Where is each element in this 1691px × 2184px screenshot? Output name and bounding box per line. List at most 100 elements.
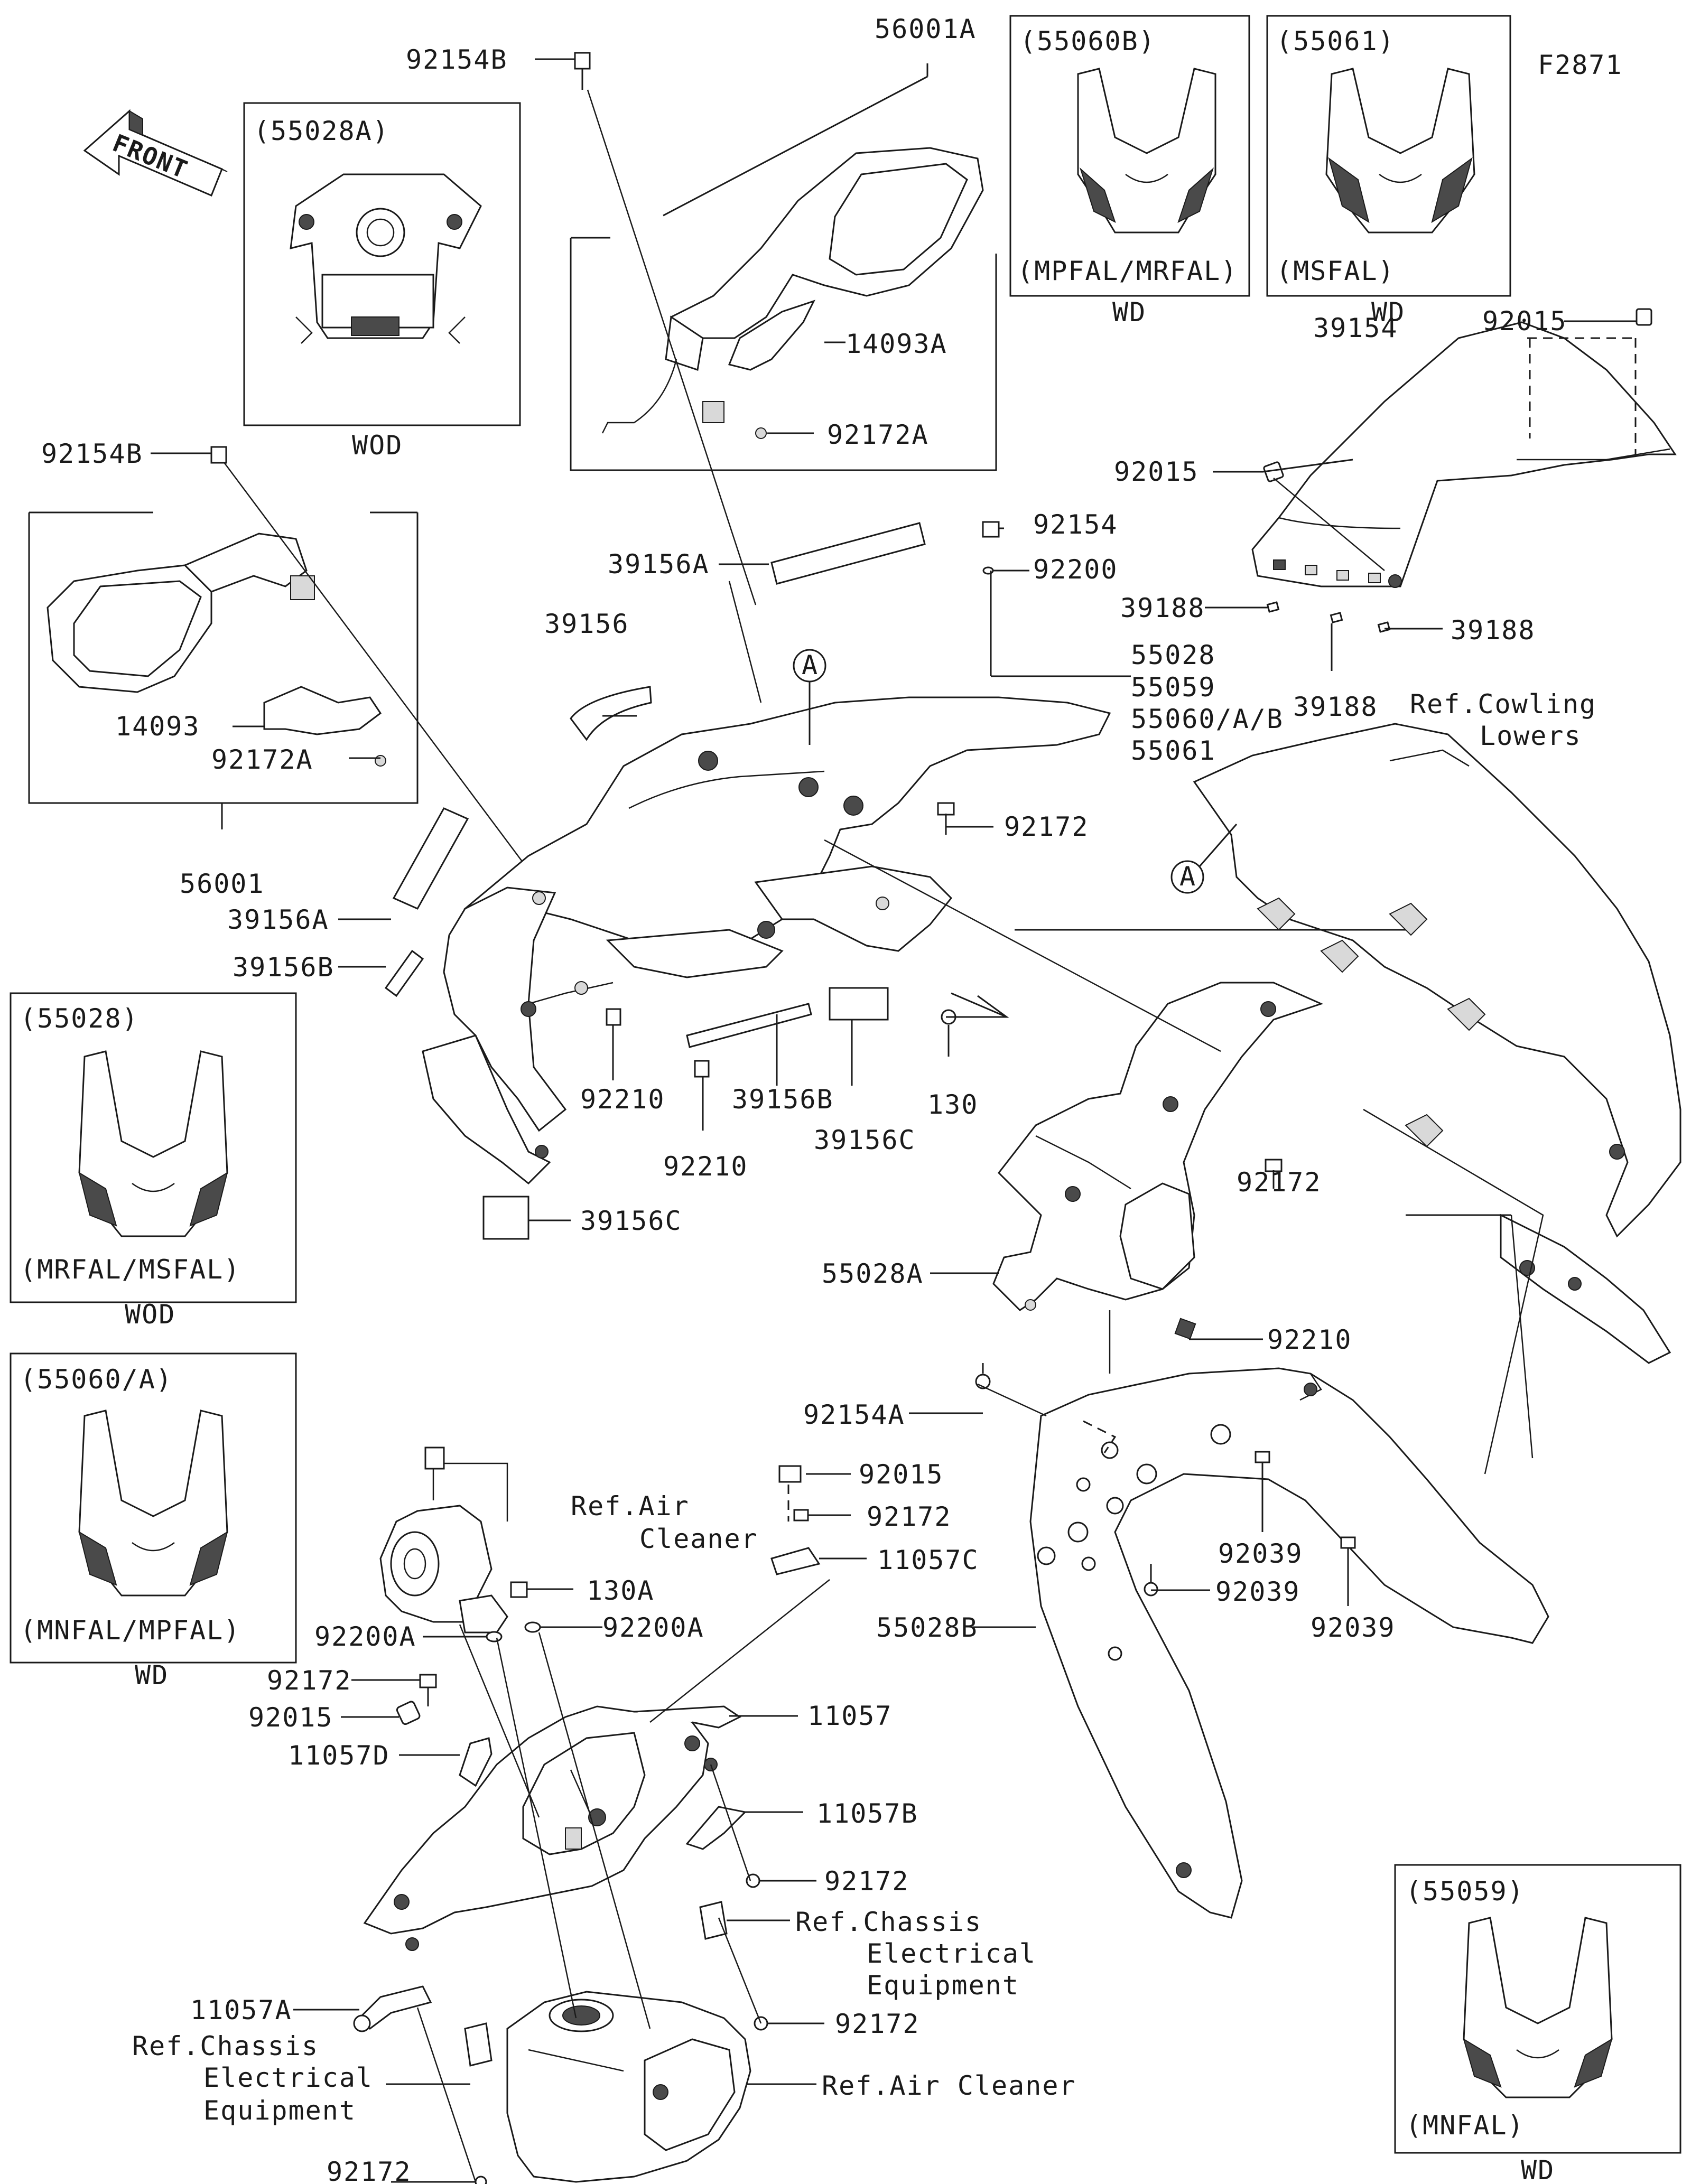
stay-11057 [363, 1705, 741, 1951]
label-11057A: 11057A [190, 1995, 292, 2026]
svg-text:WD: WD [1112, 297, 1146, 328]
air-cleaner-ref-part [379, 1446, 508, 1634]
label-14093A: 14093A [846, 329, 947, 359]
label-56001A: 56001A [875, 14, 977, 44]
air-cleaner-bottom-ref [506, 1991, 751, 2183]
variant-box-55059: (55059) (MNFAL) WD [1394, 1864, 1681, 2184]
label-130A: 130A [587, 1575, 654, 1606]
svg-text:WD: WD [1521, 2155, 1555, 2184]
label-14093: 14093 [115, 711, 200, 742]
mirror-left-group [28, 459, 551, 899]
clip-chassis-ref-left [464, 2022, 493, 2067]
upper-cowl-illustration [78, 1410, 228, 1597]
screw-92039-a [1255, 1451, 1270, 1479]
label-55028B: 55028B [876, 1612, 978, 1643]
label-92172-c: 92172 [867, 1501, 952, 1532]
label-39188-a: 39188 [1120, 593, 1205, 623]
svg-text:WOD: WOD [125, 1299, 175, 1330]
damper-39156C-left [482, 1196, 529, 1240]
label-39156A-top: 39156A [608, 549, 710, 580]
grommet-39188 [1266, 601, 1391, 633]
svg-text:A: A [802, 650, 819, 680]
cowling-clips [1257, 897, 1625, 1291]
label-39154: 39154 [1313, 313, 1398, 343]
label-55028A: 55028A [822, 1258, 924, 1289]
bracket-14093A [702, 300, 815, 423]
washer-92200A-a [486, 1631, 503, 1642]
label-92039-c: 92039 [1311, 1612, 1396, 1643]
upper-cowl-illustration [1077, 68, 1216, 234]
front-arrow-label: FRONT [109, 128, 192, 184]
cowling-lowers-reference [1193, 723, 1681, 1364]
label-92172-b: 92172 [1237, 1167, 1322, 1198]
ref-cowling-lowers-1: Ref.Cowling [1410, 689, 1596, 720]
callout-A-lower: A [1170, 824, 1238, 894]
cowl-bosses [521, 751, 889, 1159]
upper-cowl-illustration [78, 1050, 228, 1237]
svg-text:(MNFAL/MPFAL): (MNFAL/MPFAL) [20, 1615, 240, 1646]
variant-box-55060B: (55060B) (MPFAL/MRFAL) WD [1009, 15, 1250, 328]
upper-cowl-illustration [1325, 68, 1475, 234]
windshield-mounting-holes [1273, 559, 1402, 588]
windshield-39154 [1251, 321, 1677, 588]
svg-text:(55028A): (55028A) [254, 116, 389, 146]
ref-chassis-left-3: Equipment [203, 2095, 356, 2126]
svg-text:(MPFAL/MRFAL): (MPFAL/MRFAL) [1017, 256, 1238, 286]
label-39156C-mid: 39156C [814, 1125, 916, 1155]
label-92172A-top: 92172A [827, 419, 929, 450]
bracket-11057A [353, 1985, 432, 2032]
upper-cowl-main [422, 696, 1111, 1185]
bracket-11057D [459, 1737, 493, 1787]
label-39188-c: 39188 [1293, 692, 1378, 722]
variant-box-55061: (55061) (MSFAL) WD [1266, 15, 1511, 328]
svg-text:(MRFAL/MSFAL): (MRFAL/MSFAL) [20, 1254, 240, 1285]
svg-text:(55061): (55061) [1276, 26, 1395, 57]
label-55059: 55059 [1131, 672, 1216, 703]
label-92200A-a: 92200A [314, 1621, 416, 1652]
label-39156C-left: 39156C [580, 1206, 682, 1236]
label-92015-d: 92015 [248, 1702, 333, 1733]
ref-chassis-right-2: Electrical [867, 1938, 1036, 1969]
rubber-strip-39156A-top [770, 522, 926, 585]
ref-chassis-right-1: Ref.Chassis [795, 1907, 982, 1937]
screw-92039-b [1144, 1564, 1158, 1597]
label-55028: 55028 [1131, 640, 1216, 670]
leader-lines [151, 52, 1637, 2183]
ref-chassis-left-1: Ref.Chassis [132, 2031, 319, 2061]
ref-air-cleaner-1: Ref.Air [571, 1491, 690, 1522]
label-39188-b: 39188 [1451, 615, 1536, 646]
label-55061: 55061 [1131, 735, 1216, 766]
figure-code: F2871 [1538, 50, 1623, 80]
rubber-strip-39156A-left [392, 807, 469, 910]
label-92200A-b: 92200A [602, 1612, 704, 1643]
callout-A-upper: A [793, 649, 826, 745]
reference-labels: Ref.Cowling Lowers Ref.Air Cleaner Ref.C… [132, 689, 1596, 2126]
mirror-left-illustration [47, 533, 308, 693]
label-56001: 56001 [180, 869, 265, 899]
bracket-14093 [263, 575, 382, 735]
nut-92210-b [694, 1060, 710, 1078]
clip-chassis-ref-right [699, 1901, 728, 1940]
nut-92210-a [606, 1008, 621, 1026]
ref-chassis-left-2: Electrical [203, 2062, 373, 2093]
mirror-right-group [570, 63, 997, 471]
label-92200: 92200 [1033, 554, 1118, 585]
svg-text:(MSFAL): (MSFAL) [1276, 256, 1395, 286]
label-39156A-left: 39156A [227, 904, 329, 935]
inner-panel-55028A [992, 982, 1324, 1311]
cowling-inner-panel-illustration [290, 173, 482, 344]
label-92039-b: 92039 [1215, 1576, 1300, 1607]
label-55060AB: 55060/A/B [1131, 704, 1284, 734]
svg-text:(MNFAL): (MNFAL) [1406, 2110, 1525, 2141]
label-92172-f: 92172 [835, 2009, 920, 2039]
rubber-strip-39156 [570, 686, 652, 741]
svg-text:(55060B): (55060B) [1020, 26, 1156, 57]
washer-92200A-b [524, 1621, 541, 1633]
bracket-11057B [685, 1806, 747, 1850]
label-92015-top: 92015 [1482, 306, 1567, 337]
clip-92015-low [778, 1465, 802, 1522]
label-92015-mid: 92015 [1114, 456, 1199, 487]
screw-92172-a [937, 802, 955, 835]
label-92210-c: 92210 [1267, 1324, 1352, 1355]
